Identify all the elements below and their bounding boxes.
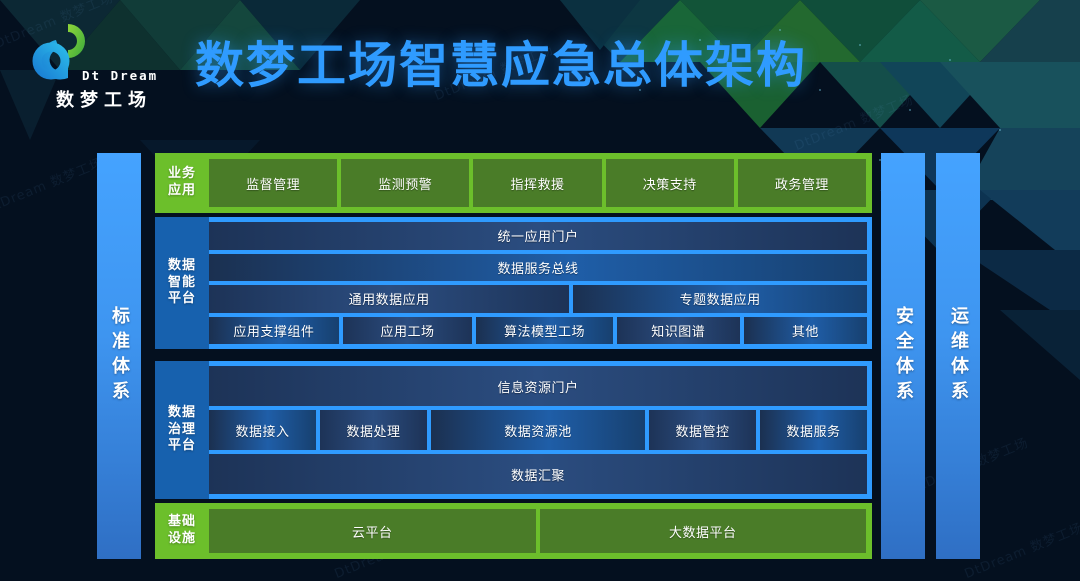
page-title: 数梦工场智慧应急总体架构 — [195, 37, 808, 94]
band-business-label: 业务 应用 — [155, 153, 209, 213]
infrastructure-label-line2: 设施 — [167, 531, 196, 546]
intelligence-label-line3: 平台 — [167, 291, 196, 307]
governance-label-line3: 平台 — [167, 438, 196, 454]
governance-row-2: 数据接入数据处理数据资源池数据管控数据服务 — [209, 410, 867, 450]
logo-chinese-text: 数梦工场 — [56, 90, 152, 111]
watermark: DtDream 数梦工场 — [0, 155, 106, 218]
governance-row-3: 数据汇聚 — [209, 454, 867, 494]
governance-label-line1: 数据 — [167, 405, 196, 421]
band-business-label-line2: 应用 — [167, 183, 196, 198]
band-governance-label: 数据治理平台 — [155, 361, 209, 499]
logo-english-text: Dt Dream — [82, 68, 159, 83]
pillar-standard-system[interactable]: 标准体系 — [97, 153, 141, 559]
pillar-operations-system[interactable]: 运维体系 — [936, 153, 980, 559]
business-item-3[interactable]: 指挥救援 — [473, 159, 602, 207]
brand-logo: Dt Dream 数梦工场 — [22, 16, 162, 112]
intelligence-cell-1-1[interactable]: 统一应用门户 — [209, 222, 867, 250]
intelligence-cell-4-2[interactable]: 应用工场 — [342, 316, 473, 344]
governance-cell-2-3[interactable]: 数据资源池 — [431, 410, 645, 450]
intelligence-cell-4-4[interactable]: 知识图谱 — [616, 316, 740, 344]
business-item-1[interactable]: 监督管理 — [209, 159, 338, 207]
slide-header: Dt Dream 数梦工场 数梦工场智慧应急总体架构 — [0, 0, 1080, 130]
band-infrastructure-label: 基础设施 — [155, 503, 209, 559]
governance-cell-2-2[interactable]: 数据处理 — [320, 410, 427, 450]
band-intelligence-body: 统一应用门户数据服务总线通用数据应用专题数据应用应用支撑组件应用工场算法模型工场… — [209, 217, 872, 349]
intelligence-cell-3-1[interactable]: 通用数据应用 — [209, 285, 570, 313]
governance-cell-1-1[interactable]: 信息资源门户 — [209, 366, 867, 406]
governance-cell-2-1[interactable]: 数据接入 — [209, 410, 316, 450]
intelligence-row-1: 统一应用门户 — [209, 222, 867, 250]
business-item-2[interactable]: 监测预警 — [341, 159, 470, 207]
band-data-governance-platform: 数据治理平台 信息资源门户数据接入数据处理数据资源池数据管控数据服务数据汇聚 — [155, 361, 872, 499]
pillar-operations-label: 运维体系 — [948, 306, 969, 406]
intelligence-row-3: 通用数据应用专题数据应用 — [209, 285, 867, 313]
band-governance-body: 信息资源门户数据接入数据处理数据资源池数据管控数据服务数据汇聚 — [209, 361, 872, 499]
pillar-standard-label: 标准体系 — [109, 306, 130, 406]
intelligence-row-2: 数据服务总线 — [209, 253, 867, 281]
band-infrastructure: 基础设施 云平台大数据平台 — [155, 503, 872, 559]
band-business-body: 监督管理监测预警指挥救援决策支持政务管理 — [209, 153, 872, 213]
pillar-security-system[interactable]: 安全体系 — [881, 153, 925, 559]
infrastructure-label-line1: 基础 — [167, 514, 196, 530]
intelligence-cell-4-5[interactable]: 其他 — [743, 316, 868, 344]
governance-cell-2-4[interactable]: 数据管控 — [649, 410, 756, 450]
intelligence-row-4: 应用支撑组件应用工场算法模型工场知识图谱其他 — [209, 316, 868, 344]
business-items-row: 监督管理监测预警指挥救援决策支持政务管理 — [209, 159, 867, 207]
diagram-center-stack: 业务 应用 监督管理监测预警指挥救援决策支持政务管理 数据智能平台 统一应用门户… — [155, 153, 872, 559]
infrastructure-item-2[interactable]: 大数据平台 — [539, 509, 866, 553]
governance-cell-3-1[interactable]: 数据汇聚 — [209, 454, 867, 494]
infrastructure-item-1[interactable]: 云平台 — [209, 509, 536, 553]
intelligence-label-line2: 智能 — [167, 274, 196, 290]
business-item-5[interactable]: 政务管理 — [737, 159, 867, 207]
band-business-application: 业务 应用 监督管理监测预警指挥救援决策支持政务管理 — [155, 153, 872, 213]
band-intelligence-label: 数据智能平台 — [155, 217, 209, 349]
business-item-4[interactable]: 决策支持 — [605, 159, 734, 207]
governance-label-line2: 治理 — [167, 421, 196, 437]
governance-row-1: 信息资源门户 — [209, 366, 867, 406]
pillar-security-label: 安全体系 — [893, 306, 914, 406]
band-infrastructure-body: 云平台大数据平台 — [209, 503, 872, 559]
architecture-diagram: 标准体系 安全体系 运维体系 业务 应用 监督管理监测预警指挥救援决策支持政务管… — [97, 153, 980, 559]
intelligence-cell-4-1[interactable]: 应用支撑组件 — [209, 316, 339, 344]
infrastructure-items-row: 云平台大数据平台 — [209, 509, 866, 553]
band-data-intelligence-platform: 数据智能平台 统一应用门户数据服务总线通用数据应用专题数据应用应用支撑组件应用工… — [155, 217, 872, 349]
intelligence-cell-4-3[interactable]: 算法模型工场 — [476, 316, 613, 344]
intelligence-cell-3-2[interactable]: 专题数据应用 — [573, 285, 867, 313]
intelligence-label-line1: 数据 — [167, 258, 196, 274]
band-business-label-line1: 业务 — [167, 166, 196, 182]
intelligence-cell-2-1[interactable]: 数据服务总线 — [209, 253, 867, 281]
governance-cell-2-5[interactable]: 数据服务 — [760, 410, 867, 450]
